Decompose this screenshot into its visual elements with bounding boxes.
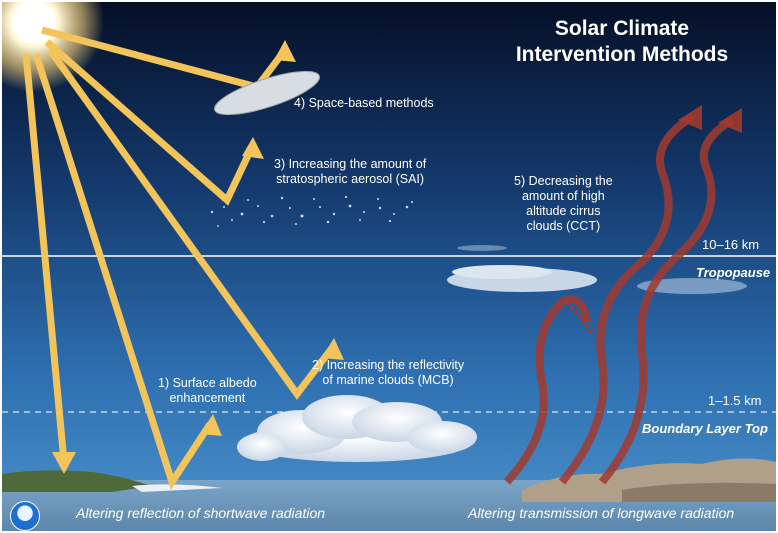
arrow-surface-absorbed (22, 53, 68, 463)
cirrus-clouds (447, 245, 747, 294)
marine-cloud (237, 395, 477, 462)
longwave-arrowheads (678, 105, 742, 133)
label-mcb-line-2: of marine clouds (MCB) (322, 373, 454, 387)
longwave-arrow-cirrus (504, 295, 591, 485)
label-cct: 5) Decreasing the amount of high altitud… (514, 174, 613, 234)
label-surface-albedo: 1) Surface albedo enhancement (158, 376, 257, 406)
label-cct-line-4: clouds (CCT) (526, 219, 601, 233)
title-line-2: Intervention Methods (515, 43, 729, 66)
longwave-arrow-1 (558, 113, 695, 485)
aerosol-particles (210, 195, 413, 227)
reflective-surface (132, 484, 222, 492)
label-space-based: 4) Space-based methods (294, 96, 434, 110)
noaa-logo-icon (10, 501, 40, 531)
tropopause-label: Tropopause (696, 265, 771, 280)
space-mirror (214, 70, 320, 116)
label-cct-line-3: altitude cirrus (526, 204, 601, 218)
label-albedo-line-1: 1) Surface albedo (158, 376, 257, 390)
label-cct-line-2: amount of high (521, 189, 605, 203)
label-mcb-line-1: 2) Increasing the reflectivity (312, 358, 465, 372)
longwave-arrow-2 (598, 116, 735, 485)
longwave-arrows (504, 113, 735, 485)
shortwave-arrowheads (52, 40, 344, 474)
boundary-label: Boundary Layer Top (642, 421, 768, 436)
arrow-mcb (47, 47, 335, 400)
label-albedo-line-2: enhancement (169, 391, 246, 405)
caption-longwave: Altering transmission of longwave radiat… (468, 505, 735, 521)
label-mcb: 2) Increasing the reflectivity of marine… (312, 358, 464, 388)
caption-shortwave: Altering reflection of shortwave radiati… (76, 505, 326, 521)
arrow-sai (44, 39, 256, 206)
title-line-1: Solar Climate (554, 17, 690, 40)
label-sai-line-2: stratospheric aerosol (SAI) (276, 172, 425, 186)
page-title: Solar Climate Intervention Methods (492, 16, 752, 68)
boundary-altitude: 1–1.5 km (708, 393, 762, 408)
arrow-surface-albedo (32, 52, 213, 491)
left-coast (2, 470, 152, 492)
label-sai: 3) Increasing the amount of stratospheri… (274, 157, 426, 187)
label-sai-line-1: 3) Increasing the amount of (274, 157, 427, 171)
tropopause-altitude: 10–16 km (702, 237, 760, 252)
label-cct-line-1: 5) Decreasing the (514, 174, 613, 188)
